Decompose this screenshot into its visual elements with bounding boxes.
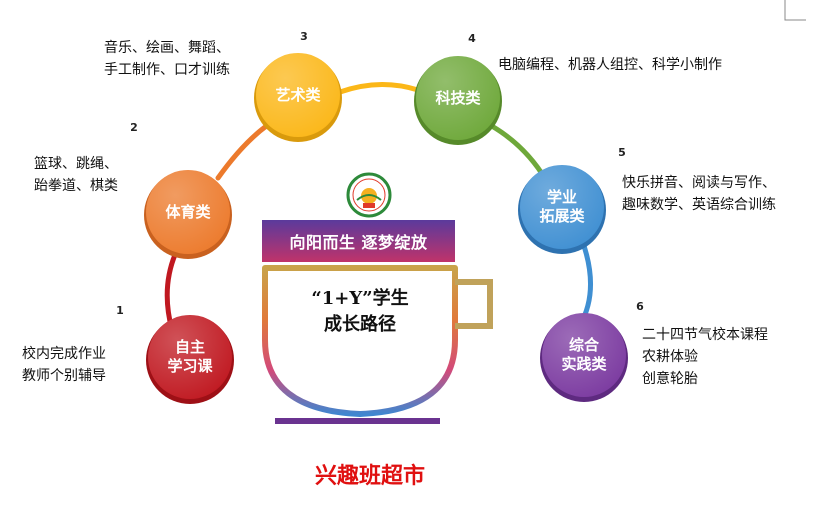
desc-academic-line: 趣味数学、英语综合训练	[622, 194, 776, 216]
arc-5-6	[580, 240, 591, 325]
cup-caption-line2: 成长路径	[280, 312, 440, 338]
desc-practice-line: 创意轮胎	[642, 368, 768, 390]
label-self-study: 自主 学习课	[148, 330, 232, 384]
label-self-study-line2: 学习课	[167, 357, 212, 376]
label-self-study-line1: 自主	[175, 338, 205, 357]
category-number-1: 1	[110, 304, 130, 317]
label-arts-line1: 艺术类	[275, 86, 320, 105]
label-technology-line1: 科技类	[435, 89, 480, 108]
label-academic-line1: 学业	[547, 188, 577, 207]
arc-3-4	[340, 84, 418, 92]
diagram-title: 兴趣班超市	[290, 458, 450, 490]
label-arts: 艺术类	[256, 83, 340, 107]
category-number-3: 3	[294, 30, 314, 43]
desc-arts-line: 音乐、绘画、舞蹈、	[104, 37, 230, 59]
desc-academic-line: 快乐拼音、阅读与写作、	[622, 172, 776, 194]
desc-self-study-line: 校内完成作业	[22, 343, 106, 365]
desc-sports-line: 跆拳道、棋类	[34, 175, 118, 197]
label-technology: 科技类	[416, 86, 500, 110]
label-practice-line2: 实践类	[561, 355, 606, 374]
desc-sports-line: 篮球、跳绳、	[34, 153, 118, 175]
corner-mark	[784, 0, 806, 22]
label-practice-line1: 综合	[569, 336, 599, 355]
cup-caption: “1+Y”学生 成长路径	[280, 286, 440, 338]
desc-practice-line: 农耕体验	[642, 346, 768, 368]
motto-banner: 向阳而生 逐梦绽放	[262, 220, 455, 262]
arc-2-3	[218, 122, 272, 178]
label-academic: 学业 拓展类	[520, 180, 604, 234]
desc-arts-line: 手工制作、口才训练	[104, 59, 230, 81]
desc-sports: 篮球、跳绳、 跆拳道、棋类	[34, 153, 118, 197]
desc-arts: 音乐、绘画、舞蹈、 手工制作、口才训练	[104, 37, 230, 81]
desc-practice-line: 二十四节气校本课程	[642, 324, 768, 346]
arc-4-5	[490, 125, 546, 180]
desc-technology: 电脑编程、机器人组控、科学小制作	[498, 54, 722, 76]
desc-self-study-line: 教师个别辅导	[22, 365, 106, 387]
category-number-2: 2	[124, 121, 144, 134]
label-sports-line1: 体育类	[165, 203, 210, 222]
desc-academic: 快乐拼音、阅读与写作、 趣味数学、英语综合训练	[622, 172, 776, 216]
category-number-4: 4	[462, 32, 482, 45]
cup-caption-line1: “1+Y”学生	[280, 286, 440, 312]
label-practice: 综合 实践类	[542, 328, 626, 382]
desc-self-study: 校内完成作业 教师个别辅导	[22, 343, 106, 387]
category-number-6: 6	[630, 300, 650, 313]
label-academic-line2: 拓展类	[539, 207, 584, 226]
label-sports: 体育类	[146, 200, 230, 224]
desc-technology-line: 电脑编程、机器人组控、科学小制作	[498, 54, 722, 76]
school-logo	[337, 172, 401, 218]
category-number-5: 5	[612, 146, 632, 159]
desc-practice: 二十四节气校本课程 农耕体验 创意轮胎	[642, 324, 768, 390]
